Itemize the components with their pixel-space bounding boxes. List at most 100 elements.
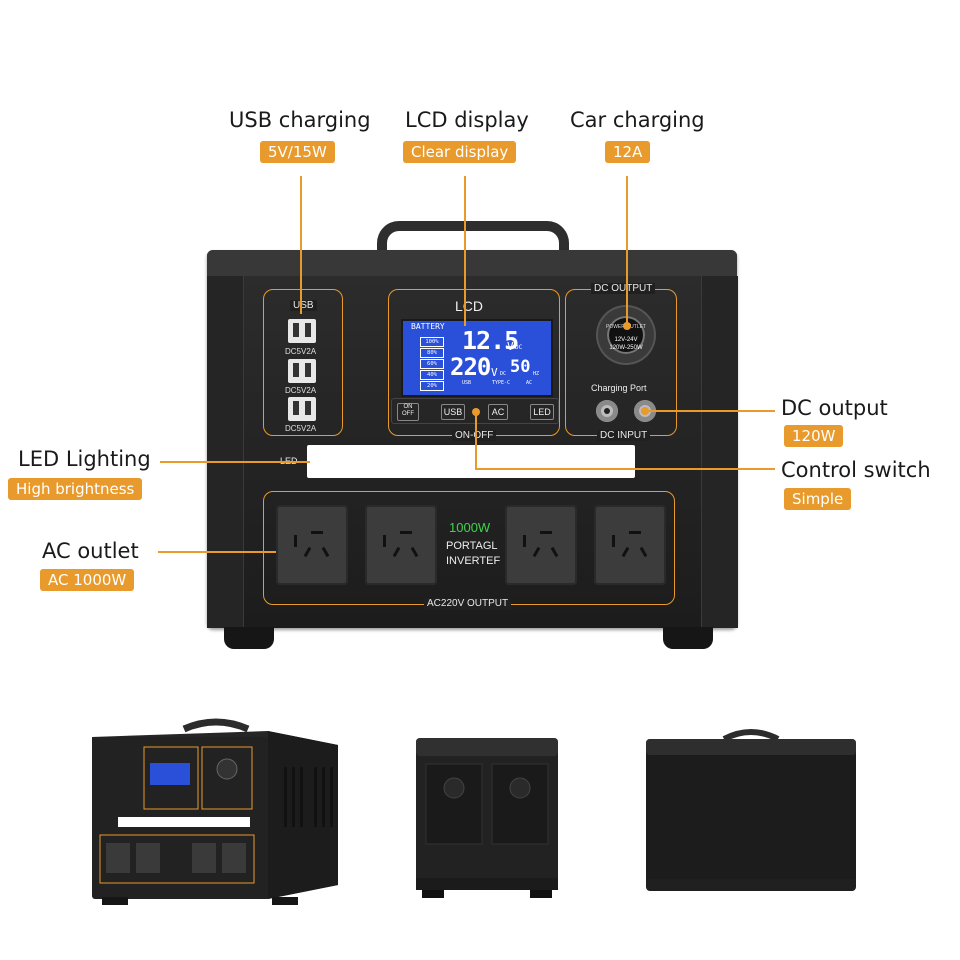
dc-voltage-sub: DC bbox=[515, 344, 523, 351]
dc-leader-line bbox=[645, 410, 775, 412]
outlet-slot bbox=[400, 531, 412, 534]
outlet-slot bbox=[311, 531, 323, 534]
led-button[interactable]: LED bbox=[530, 404, 554, 420]
ac-outlet-title: AC outlet bbox=[42, 539, 139, 563]
car-socket-voltage: 12V-24V bbox=[614, 337, 638, 343]
outlet-slot bbox=[321, 546, 330, 558]
frequency-unit: HZ bbox=[533, 371, 540, 377]
usb-port-3-label: DC5V2A bbox=[285, 424, 317, 433]
foot-right bbox=[663, 627, 713, 649]
ac-voltage-unit: V bbox=[491, 366, 498, 379]
foot-left bbox=[224, 627, 274, 649]
outlet-slot bbox=[294, 535, 297, 547]
battery-level-60: 60% bbox=[420, 359, 444, 369]
thumbnail-rear bbox=[416, 738, 558, 898]
battery-level-20: 20% bbox=[420, 381, 444, 391]
car-socket-power: 120W-250W bbox=[609, 345, 643, 351]
outlet-slot bbox=[629, 531, 641, 534]
ac-voltage-sub: DC bbox=[500, 371, 507, 377]
usb-port-2-label: DC5V2A bbox=[285, 386, 317, 395]
lcd-leader-line bbox=[464, 176, 466, 326]
thumbnail-side bbox=[646, 729, 856, 891]
side-panel-right bbox=[701, 276, 738, 628]
charging-port-label: Charging Port bbox=[591, 383, 647, 393]
ac-leader-line bbox=[158, 551, 276, 553]
car-charging-title: Car charging bbox=[570, 108, 705, 132]
battery-level-100: 100% bbox=[420, 337, 444, 347]
led-leader-line bbox=[160, 461, 310, 463]
led-lighting-title: LED Lighting bbox=[18, 447, 151, 471]
usb-indicator-icon: USB bbox=[462, 380, 472, 386]
usb-port-1-label: DC5V2A bbox=[285, 347, 317, 356]
power-off-label: OFF bbox=[402, 411, 414, 417]
usb-button[interactable]: USB bbox=[441, 404, 465, 420]
usb-port-1[interactable] bbox=[288, 319, 316, 343]
thumbnail-front-angle bbox=[92, 718, 338, 905]
usb-panel-label: USB bbox=[290, 300, 317, 311]
ac-voltage-readout: 220 bbox=[450, 353, 491, 381]
outlet-slot bbox=[303, 546, 312, 558]
switch-leader-dot bbox=[472, 408, 480, 416]
lcd-screen bbox=[401, 319, 553, 397]
lcd-panel-label: LCD bbox=[455, 298, 484, 314]
frequency-readout: 50 bbox=[510, 357, 531, 377]
ac-output-label: AC220V OUTPUT bbox=[424, 598, 512, 609]
ac-indicator-icon: AC bbox=[526, 380, 533, 386]
ac-outlet-2[interactable] bbox=[365, 505, 437, 585]
ac-button[interactable]: AC bbox=[488, 404, 508, 420]
car-leader-line bbox=[626, 176, 628, 326]
battery-level-80: 80% bbox=[420, 348, 444, 358]
car-leader-dot bbox=[623, 322, 631, 330]
control-switch-badge: Simple bbox=[784, 488, 852, 510]
outlet-slot bbox=[621, 546, 630, 558]
battery-label: BATTERY bbox=[411, 322, 445, 331]
outlet-slot bbox=[612, 535, 615, 547]
usb-port-3[interactable] bbox=[288, 397, 316, 421]
battery-level-bars: 100% 80% 60% 40% 20% bbox=[420, 337, 444, 391]
battery-level-40: 40% bbox=[420, 370, 444, 380]
outlet-slot bbox=[540, 531, 552, 534]
outlet-slot bbox=[639, 546, 648, 558]
outlet-slot bbox=[523, 535, 526, 547]
inverter-label-line2: INVERTEF bbox=[446, 555, 501, 567]
on-off-label: ON-OFF bbox=[452, 430, 497, 441]
ac-outlet-badge: AC 1000W bbox=[40, 569, 135, 591]
power-on-label: ON bbox=[403, 404, 413, 410]
inverter-power: 1000W bbox=[449, 520, 491, 535]
dc-output-title: DC output bbox=[781, 396, 888, 420]
lcd-display-badge: Clear display bbox=[403, 141, 517, 163]
dc-leader-dot bbox=[641, 407, 649, 415]
dc-voltage-unit: V bbox=[507, 340, 514, 353]
side-panel-left bbox=[207, 276, 244, 628]
usb-leader-line bbox=[300, 176, 302, 314]
type-c-indicator-icon: TYPE-C bbox=[492, 380, 511, 386]
outlet-slot bbox=[550, 546, 559, 558]
switch-leader-line-h bbox=[475, 468, 775, 470]
led-lighting-badge: High brightness bbox=[8, 478, 143, 500]
usb-port-2[interactable] bbox=[288, 359, 316, 383]
control-switch-title: Control switch bbox=[781, 458, 931, 482]
carry-handle bbox=[377, 221, 569, 253]
outlet-slot bbox=[392, 546, 401, 558]
dc-input-label: DC INPUT bbox=[597, 430, 651, 441]
switch-leader-line-v bbox=[475, 411, 477, 470]
ac-outlet-3[interactable] bbox=[505, 505, 577, 585]
usb-panel bbox=[263, 289, 343, 436]
dc-port-left[interactable] bbox=[596, 400, 618, 422]
outlet-slot bbox=[383, 535, 386, 547]
power-on-off-button[interactable]: ON OFF bbox=[397, 403, 419, 421]
outlet-slot bbox=[410, 546, 419, 558]
led-light-strip bbox=[307, 445, 635, 478]
outlet-slot bbox=[532, 546, 541, 558]
ac-outlet-4[interactable] bbox=[594, 505, 666, 585]
inverter-label-line1: PORTAGL bbox=[446, 540, 498, 552]
dc-voltage-readout: 12.5 bbox=[462, 326, 519, 355]
ac-outlet-1[interactable] bbox=[276, 505, 348, 585]
usb-charging-badge: 5V/15W bbox=[260, 141, 335, 163]
car-charging-badge: 12A bbox=[605, 141, 651, 163]
lcd-display-title: LCD display bbox=[405, 108, 529, 132]
power-station-top-rim bbox=[207, 250, 737, 276]
usb-charging-title: USB charging bbox=[229, 108, 371, 132]
dc-output-badge: 120W bbox=[784, 425, 844, 447]
dc-output-label: DC OUTPUT bbox=[591, 283, 656, 294]
